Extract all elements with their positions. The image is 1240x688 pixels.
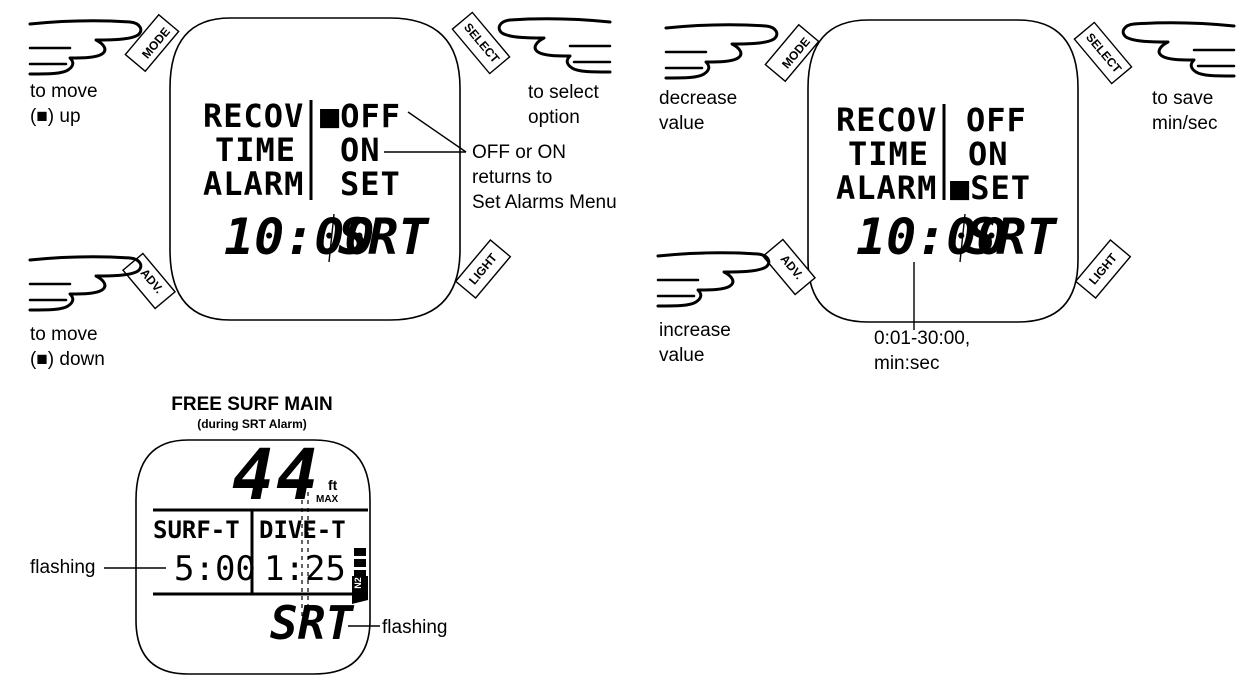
panel3-flash-right-note: flashing <box>382 617 448 638</box>
panel1-select-note-2: option <box>528 107 580 128</box>
panel1-mode-code: SRT <box>338 208 429 266</box>
panel1-offon-note-3: Set Alarms Menu <box>472 192 617 213</box>
panel1-off-callout <box>407 111 467 153</box>
panel2-mode-code: SRT <box>966 208 1057 266</box>
panel3-depth-sub: MAX <box>316 494 339 505</box>
panel2-adv-hand <box>656 251 771 308</box>
panel1-mode-note-2: (■) up <box>30 106 81 127</box>
panel2-adv-note-2: value <box>659 345 705 366</box>
panel2-light-button <box>1074 238 1132 300</box>
panel1-adv-hand <box>28 255 143 312</box>
panel2-mode-hand <box>664 23 779 80</box>
panel2-menu-right-1: OFF <box>966 101 1027 139</box>
panel1-offon-note-2: returns to <box>472 167 553 188</box>
panel3-surf-value: 5:00 <box>174 549 256 589</box>
panel2-range-note-1: 0:01-30:00, <box>874 328 971 349</box>
panel2-select-hand <box>1121 21 1236 78</box>
panel1-adv-note-2: (■) down <box>30 349 105 370</box>
panel2-select-note-2: min/sec <box>1152 113 1218 134</box>
panel2-mode-button <box>764 23 820 83</box>
panel2-mode-note-1: decrease <box>659 88 738 109</box>
panel2-select-button <box>1073 21 1133 85</box>
panel2-menu-left-3: ALARM <box>836 169 938 207</box>
panel1-menu-left-1: RECOV <box>203 97 305 135</box>
panel1-mode-note-1: to move <box>30 81 98 102</box>
panel1-adv-note-1: to move <box>30 324 98 345</box>
panel2-watch-face <box>807 19 1079 323</box>
panel1-menu-right-2: ON <box>340 131 381 169</box>
panel1-select-hand <box>497 17 612 74</box>
panel2-adv-button <box>761 238 817 296</box>
panel2-menu-left-2: TIME <box>848 135 930 173</box>
panel2-adv-note-1: increase <box>659 320 731 341</box>
panel1-mode-button <box>124 13 180 73</box>
panel2-menu-right-3: ■SET <box>950 169 1032 207</box>
panel2-watch <box>807 19 1079 323</box>
panel3-dive-value: 1:25 <box>264 549 346 589</box>
panel3-n2-label: N2 <box>352 577 363 589</box>
panel1-select-note-1: to select <box>528 82 599 103</box>
panel3-surf-label: SURF-T <box>153 516 240 544</box>
panel1-menu-right-3: SET <box>340 165 401 203</box>
panel3-mode-code: SRT <box>270 596 354 650</box>
panel2-menu-left-1: RECOV <box>836 101 938 139</box>
panel2-select-note-1: to save <box>1152 88 1214 109</box>
panel2-range-note-2: min:sec <box>874 353 940 374</box>
panel3-flash-left-note: flashing <box>30 557 96 578</box>
panel1-adv-button <box>121 252 177 310</box>
panel1-light-button <box>454 238 512 300</box>
panel3-watch <box>135 439 371 675</box>
panel3-title: FREE SURF MAIN <box>171 394 333 415</box>
panel1-time: 10:00 <box>224 208 375 266</box>
panel2-mode-note-2: value <box>659 113 705 134</box>
panel1-watch <box>169 17 461 321</box>
panel2-menu-right-2: ON <box>968 135 1009 173</box>
panel1-menu-left-2: TIME <box>215 131 297 169</box>
panel3-depth: 44 <box>232 434 321 516</box>
panel2-time: 10:00 <box>856 208 1007 266</box>
panel1-menu-right-1: ■OFF <box>320 97 402 135</box>
panel3-subtitle: (during SRT Alarm) <box>197 417 307 431</box>
panel1-select-button <box>451 11 511 75</box>
panel1-mode-hand <box>28 19 143 76</box>
panel3-watch-face <box>135 439 371 675</box>
panel1-watch-face <box>169 17 461 321</box>
panel3-dive-label: DIVE-T <box>259 516 346 544</box>
panel3-depth-unit: ft <box>328 477 338 493</box>
panel1-menu-left-3: ALARM <box>203 165 305 203</box>
panel1-offon-note-1: OFF or ON <box>472 142 566 163</box>
